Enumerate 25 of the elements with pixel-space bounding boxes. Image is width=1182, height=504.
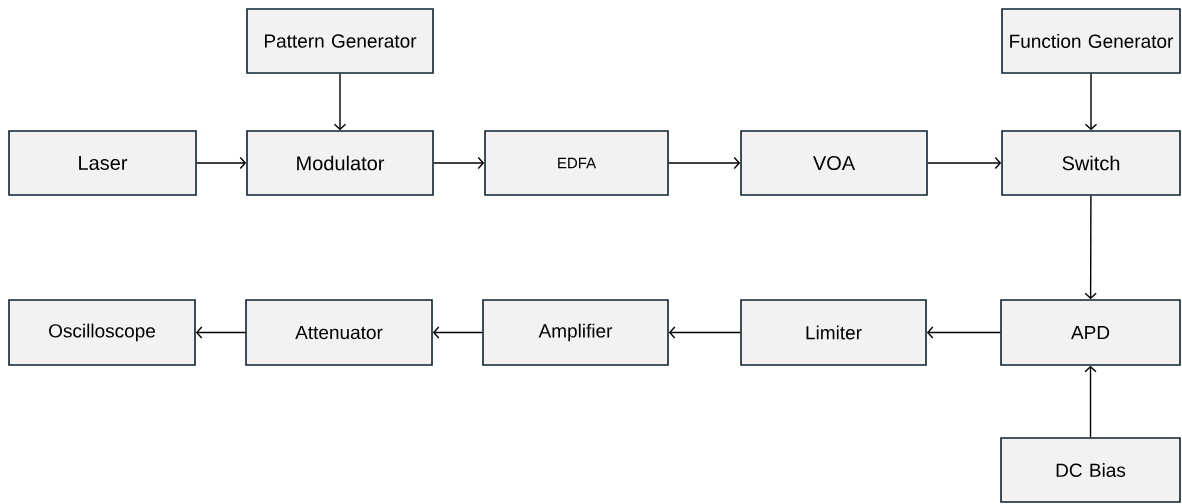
arrow [433, 156, 485, 170]
arrow [333, 73, 347, 131]
process-box: Pattern Generator [246, 8, 434, 74]
arrow [1084, 195, 1097, 300]
process-box: Laser [8, 130, 197, 196]
process-box: DC Bias [1000, 437, 1181, 503]
process-box: Attenuator [245, 299, 433, 366]
process-box: EDFA [484, 130, 669, 196]
arrow [927, 156, 1002, 170]
arrow [926, 326, 1001, 339]
arrow [1084, 73, 1098, 131]
arrow [195, 326, 246, 339]
process-box: VOA [740, 130, 928, 196]
arrow [432, 326, 483, 339]
process-box: Modulator [246, 130, 434, 196]
arrow [1084, 365, 1097, 438]
process-box: Limiter [740, 299, 927, 366]
process-box: Function Generator [1001, 8, 1181, 74]
process-box: Amplifier [482, 299, 669, 366]
arrow [196, 156, 247, 170]
arrow [668, 156, 741, 170]
process-box: Oscilloscope [8, 299, 196, 366]
process-box: APD [1000, 299, 1181, 366]
process-box: Switch [1001, 130, 1181, 196]
arrow [668, 326, 741, 339]
